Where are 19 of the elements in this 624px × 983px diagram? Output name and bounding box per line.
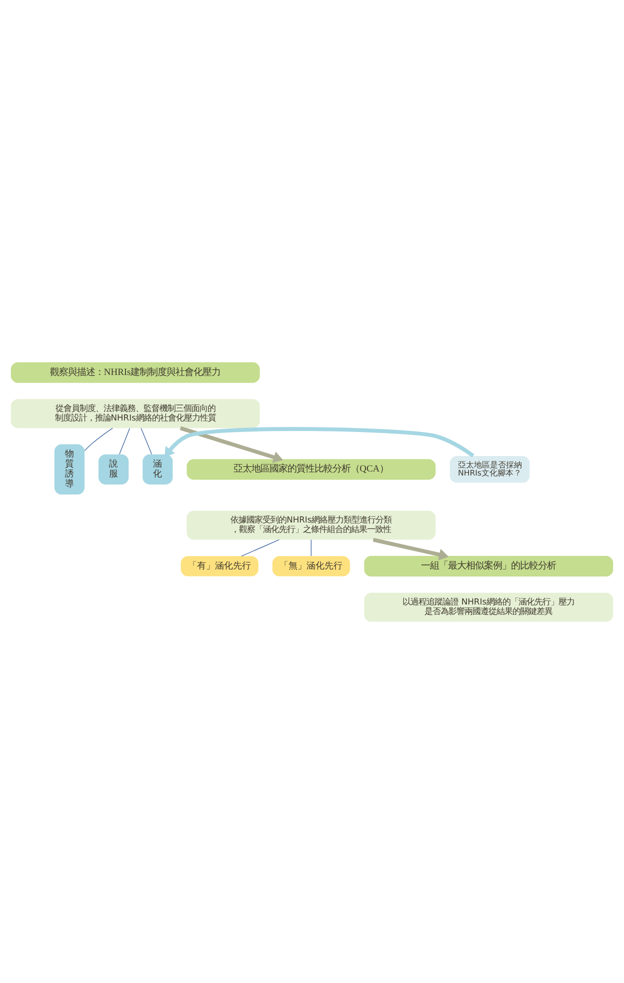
node-box: 依據國家受到的NHRIs網絡壓力類型進行分類，觀察「涵化先行」之條件組合的結果一致性 (186, 510, 436, 540)
node-box: 「有」涵化先行 (180, 556, 258, 576)
node-box: 以過程追蹤論證 NHRIs網絡的「涵化先行」壓力是否為影響兩國遵從結果的關鍵差異 (364, 592, 614, 622)
arrow (164, 426, 474, 457)
arrow (180, 426, 284, 462)
node-box: 說服 (98, 454, 129, 484)
connector (119, 427, 130, 454)
node-box: 亞太地區國家的質性比較分析（QCA） (186, 458, 436, 480)
arrow (372, 537, 449, 560)
node-box: 「無」涵化先行 (272, 556, 350, 576)
node-box: 觀察與描述：NHRIs建制制度與社會化壓力 (10, 362, 260, 382)
node-box: 涵化 (142, 454, 173, 484)
connector (84, 427, 113, 450)
node-box: 一組「最大相似案例」的比較分析 (364, 555, 614, 576)
node-box: 物質誘導 (54, 444, 85, 494)
connector (140, 427, 152, 454)
connector (241, 538, 280, 556)
node-box: 從會員制度、法律義務、監督機制三個面向的制度設計，推論NHRIs網絡的社會化壓力性質 (10, 398, 260, 428)
connector (310, 538, 312, 556)
